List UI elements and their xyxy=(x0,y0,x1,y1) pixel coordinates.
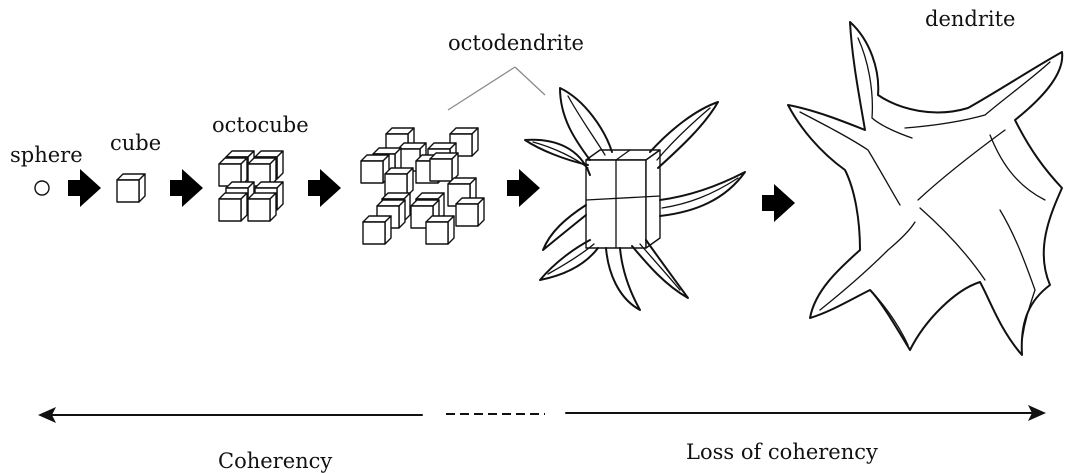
loss-of-coherency-label: Loss of coherency xyxy=(686,440,878,464)
dendrite-shape xyxy=(787,21,1064,356)
coherency-label: Coherency xyxy=(218,449,332,473)
step-arrow-5 xyxy=(762,184,795,222)
step-arrow-3 xyxy=(308,169,341,207)
octodendrite-shape xyxy=(524,87,746,311)
expanded-octocube-shape xyxy=(360,127,485,245)
sphere-label: sphere xyxy=(10,143,83,167)
step-arrow-1 xyxy=(68,169,101,207)
sphere-shape xyxy=(34,180,50,196)
octocube-label: octocube xyxy=(212,113,309,137)
cube-label: cube xyxy=(110,131,161,155)
cube-shape xyxy=(116,173,146,203)
step-arrow-2 xyxy=(170,169,203,207)
octodendrite-label: octodendrite xyxy=(448,31,584,55)
step-arrow-4 xyxy=(507,169,540,207)
coherency-arrowhead xyxy=(38,407,56,423)
octodendrite-pointer-lines xyxy=(447,66,546,111)
octocube-shape xyxy=(218,150,284,222)
loss-of-coherency-arrowhead xyxy=(1028,405,1046,421)
coherency-axis xyxy=(38,405,1046,423)
dendrite-label: dendrite xyxy=(925,7,1015,31)
